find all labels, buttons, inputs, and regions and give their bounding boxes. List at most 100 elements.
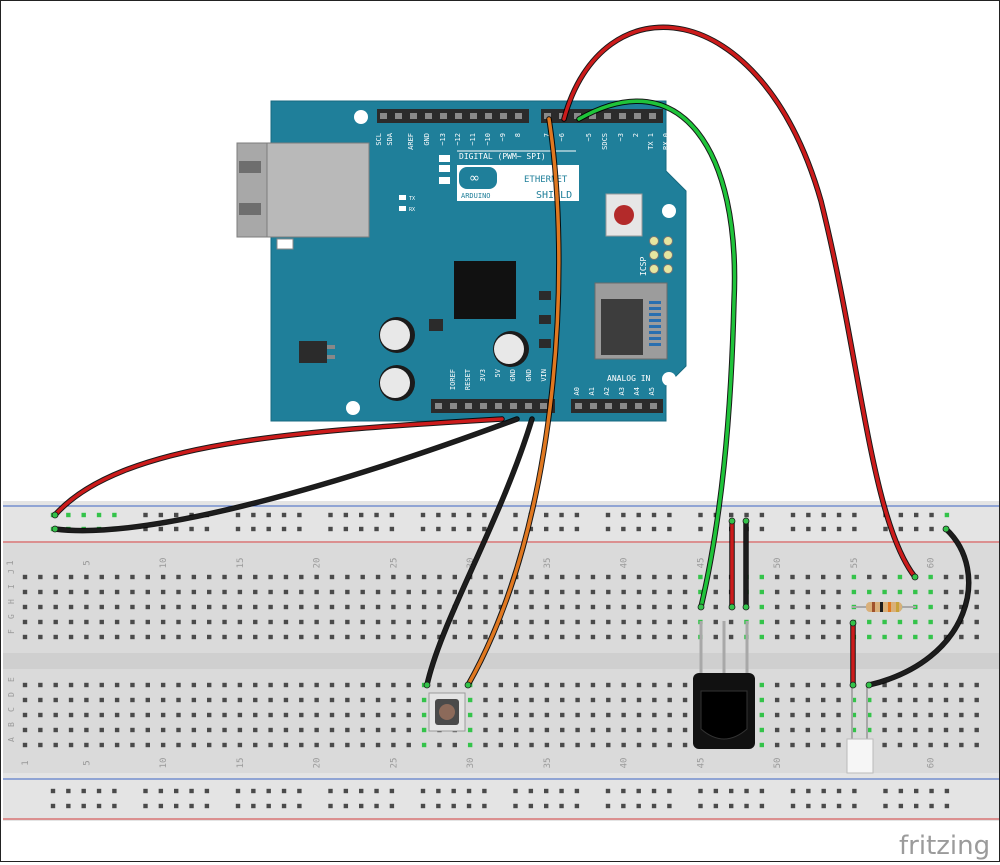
breadboard-hole: [805, 682, 811, 688]
breadboard-hole: [84, 589, 89, 595]
breadboard-hole: [176, 697, 181, 703]
rail-hole: [266, 788, 271, 794]
breadboard-hole: [713, 574, 718, 580]
breadboard-hole: [836, 742, 841, 748]
row-letter: F: [7, 629, 16, 634]
breadboard-hole: [621, 634, 626, 640]
rail-hole: [667, 788, 672, 794]
breadboard-hole: [283, 604, 289, 610]
breadboard-hole: [913, 634, 918, 640]
capacitor-top: [380, 368, 410, 398]
breadboard-hole: [345, 604, 350, 610]
breadboard-hole: [299, 697, 304, 703]
breadboard-hole: [790, 742, 795, 748]
resistor-band: [872, 602, 875, 612]
breadboard-hole: [253, 682, 258, 688]
breadboard-hole: [621, 727, 626, 733]
breadboard-hole: [268, 634, 273, 640]
analog-pin-label: A2: [603, 387, 611, 395]
tx-led: [399, 195, 406, 200]
row-letter: E: [7, 677, 16, 682]
silk-pad: [439, 165, 450, 172]
breadboard-hole: [682, 682, 688, 688]
breadboard-hole: [529, 619, 534, 625]
breadboard-hole: [345, 589, 350, 595]
rail-hole: [698, 788, 703, 794]
breadboard-hole: [314, 712, 319, 718]
rail-hole: [374, 512, 379, 518]
breadboard-hole: [943, 682, 949, 688]
rail-hole: [158, 788, 164, 794]
breadboard-hole: [253, 697, 258, 703]
breadboard-hole: [805, 574, 811, 580]
rail-hole: [466, 526, 472, 532]
rail-hole: [158, 526, 164, 532]
breadboard-hole: [959, 742, 964, 748]
breadboard-hole: [191, 604, 197, 610]
voltage-regulator: [299, 341, 327, 363]
rail-hole: [651, 788, 657, 794]
breadboard-hole: [22, 682, 28, 688]
rail-hole: [651, 526, 657, 532]
breadboard-hole: [452, 634, 457, 640]
breadboard-hole: [529, 682, 534, 688]
arduino-logo-badge: [459, 167, 497, 189]
column-number-bottom: 60: [927, 758, 937, 769]
rail-hole: [158, 512, 164, 518]
breadboard-hole: [667, 712, 672, 718]
breadboard-hole: [498, 727, 504, 733]
breadboard-hole: [790, 619, 795, 625]
analog-pin-label: A3: [618, 387, 626, 395]
rail-hole: [251, 788, 256, 794]
breadboard-hole: [636, 574, 642, 580]
breadboard-hole: [867, 727, 872, 733]
breadboard-hole: [897, 574, 903, 580]
breadboard-hole: [928, 604, 933, 610]
breadboard-hole: [667, 682, 672, 688]
breadboard-hole: [974, 682, 979, 688]
breadboard-hole: [84, 682, 89, 688]
header-pin: [650, 403, 657, 409]
header-pin: [495, 403, 502, 409]
header-pin: [525, 403, 532, 409]
rail-hole: [914, 803, 919, 809]
breadboard-hole: [314, 604, 319, 610]
rail-hole: [343, 526, 349, 532]
smd-transistor: [539, 291, 551, 300]
breadboard-hole: [437, 682, 442, 688]
digital-pin-label: ~11: [469, 133, 477, 146]
breadboard-hole: [237, 697, 243, 703]
breadboard-hole: [682, 589, 688, 595]
power-pin-label: IOREF: [449, 369, 457, 390]
icsp-pin: [649, 264, 659, 274]
breadboard-hole: [314, 619, 319, 625]
rail-hole: [806, 512, 811, 518]
digital-pin-label: GND: [423, 133, 431, 146]
analog-pin-label: A4: [633, 387, 641, 395]
white-led: [846, 738, 874, 774]
breadboard-hole: [606, 727, 611, 733]
rail-hole: [883, 788, 888, 794]
breadboard-hole: [682, 727, 688, 733]
column-number-bottom: 15: [236, 758, 246, 769]
breadboard-hole: [667, 697, 672, 703]
breadboard-hole: [682, 742, 688, 748]
breadboard-hole: [713, 619, 718, 625]
breadboard-hole: [207, 742, 212, 748]
rail-hole: [621, 512, 626, 518]
rail-hole: [621, 803, 626, 809]
breadboard-hole: [682, 712, 688, 718]
rail-hole: [297, 512, 302, 518]
breadboard-hole: [790, 589, 795, 595]
breadboard-hole: [467, 589, 473, 595]
mounting-hole: [662, 204, 676, 218]
column-number-top: 40: [620, 558, 630, 569]
breadboard-hole: [498, 604, 504, 610]
rail-hole: [621, 526, 626, 532]
breadboard-hole: [974, 712, 979, 718]
rail-hole: [81, 512, 86, 518]
analog-pin-label: A5: [648, 387, 656, 395]
breadboard-hole: [590, 604, 596, 610]
breadboard-hole: [575, 697, 580, 703]
breadboard-hole: [53, 574, 58, 580]
